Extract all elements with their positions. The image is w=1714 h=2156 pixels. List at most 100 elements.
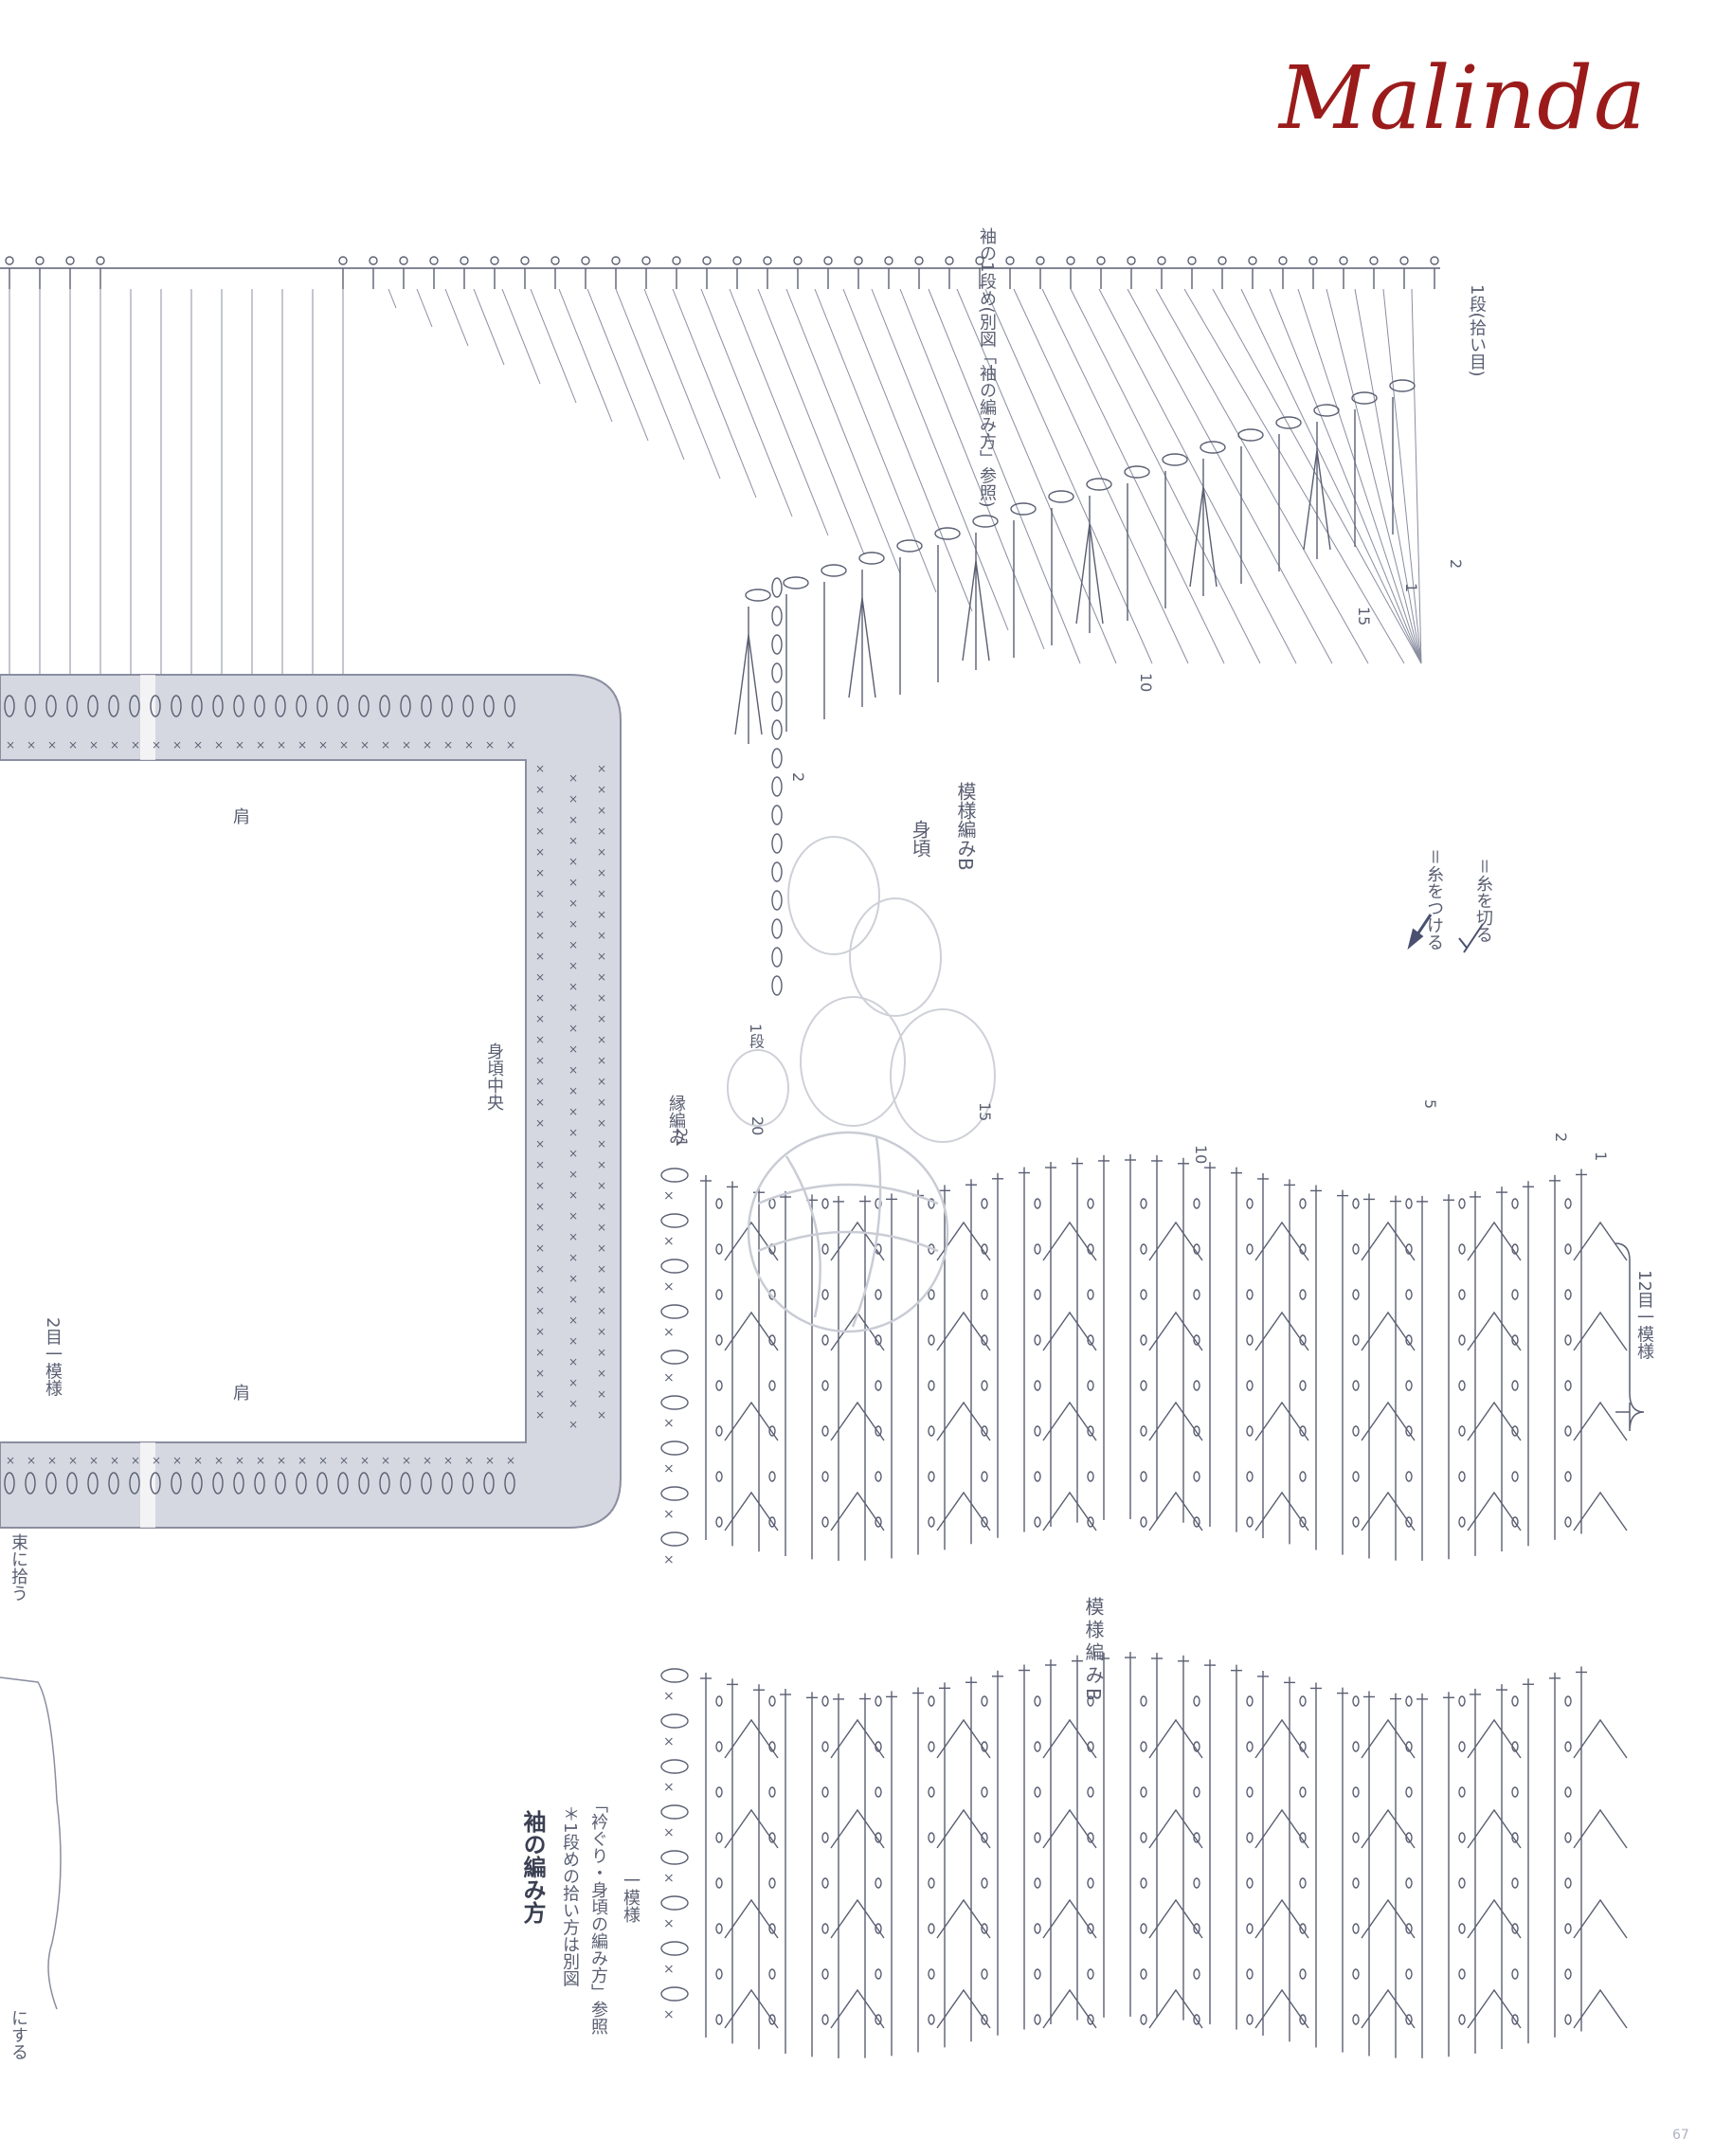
band-seam-marks: [140, 675, 155, 1528]
svg-text:×: ×: [535, 929, 545, 942]
svg-text:×: ×: [535, 970, 545, 984]
shoulder-top-label: 肩: [230, 807, 250, 824]
svg-text:×: ×: [535, 866, 545, 879]
svg-text:×: ×: [568, 897, 578, 910]
svg-text:×: ×: [506, 738, 515, 752]
pattern-b-label: 模様編みB: [954, 782, 977, 871]
svg-text:×: ×: [443, 738, 453, 752]
svg-text:×: ×: [663, 1188, 675, 1204]
mid-stack: ×××××××××××××××××: [660, 577, 783, 2022]
svg-text:×: ×: [663, 1507, 675, 1522]
svg-text:×: ×: [597, 991, 606, 1005]
svg-text:×: ×: [597, 1221, 606, 1234]
svg-text:×: ×: [597, 908, 606, 921]
svg-text:×: ×: [568, 876, 578, 889]
sleeve-pattern-block: [700, 1652, 1628, 2058]
svg-text:×: ×: [193, 1454, 203, 1467]
svg-text:×: ×: [597, 1137, 606, 1150]
svg-text:×: ×: [597, 970, 606, 984]
svg-text:×: ×: [535, 1075, 545, 1088]
svg-text:×: ×: [535, 1137, 545, 1150]
svg-text:×: ×: [535, 1096, 545, 1109]
svg-text:×: ×: [535, 1054, 545, 1067]
svg-text:×: ×: [89, 1454, 99, 1467]
body-label: 身頃: [909, 820, 931, 858]
svg-text:×: ×: [535, 824, 545, 838]
svg-text:×: ×: [597, 1408, 606, 1422]
svg-text:×: ×: [298, 738, 307, 752]
svg-text:×: ×: [597, 804, 606, 817]
row-number: 2: [1552, 1132, 1570, 1143]
svg-text:×: ×: [568, 1147, 578, 1160]
svg-text:×: ×: [597, 1283, 606, 1296]
svg-text:×: ×: [6, 1454, 15, 1467]
sleeve-row1-label: 袖の1段め(別図「袖の編み方」参照): [977, 227, 997, 508]
svg-text:×: ×: [597, 1304, 606, 1317]
sleeve-method-heading: 袖の編み方: [519, 1810, 546, 1924]
svg-text:×: ×: [535, 908, 545, 921]
svg-text:×: ×: [663, 1689, 675, 1704]
svg-text:×: ×: [535, 1221, 545, 1234]
cut-yarn-label: ＝糸を切る: [1473, 858, 1493, 943]
row-number: 5: [1421, 1099, 1439, 1110]
svg-text:×: ×: [597, 1346, 606, 1359]
svg-text:×: ×: [568, 1293, 578, 1306]
row-number: 15: [1355, 607, 1373, 626]
neckline-band: [0, 674, 622, 1529]
svg-text:×: ×: [597, 824, 606, 838]
svg-text:×: ×: [663, 1962, 675, 1977]
svg-text:×: ×: [568, 938, 578, 951]
svg-text:×: ×: [360, 1454, 370, 1467]
svg-text:×: ×: [535, 1200, 545, 1213]
svg-text:×: ×: [568, 1001, 578, 1014]
two-stitch-repeat-label: 2目一模様: [43, 1317, 63, 1397]
svg-text:×: ×: [423, 1454, 432, 1467]
svg-text:×: ×: [597, 1325, 606, 1338]
svg-text:×: ×: [214, 738, 224, 752]
row-number: 15: [976, 1102, 994, 1122]
svg-text:×: ×: [381, 1454, 390, 1467]
body-pattern-block: [700, 1154, 1628, 1561]
svg-text:×: ×: [256, 1454, 265, 1467]
repeat-bracket: [1615, 1242, 1645, 1432]
svg-text:×: ×: [597, 1179, 606, 1192]
svg-text:×: ×: [131, 1454, 140, 1467]
svg-text:×: ×: [597, 887, 606, 900]
svg-text:×: ×: [27, 1454, 36, 1467]
row-number: 1: [1592, 1151, 1610, 1162]
svg-text:×: ×: [663, 1234, 675, 1249]
yarn-ball-watermark-icon: [747, 1131, 949, 1333]
svg-text:×: ×: [535, 1158, 545, 1171]
svg-text:×: ×: [568, 1168, 578, 1181]
svg-text:×: ×: [597, 1033, 606, 1046]
svg-text:×: ×: [568, 1042, 578, 1056]
svg-text:×: ×: [568, 1188, 578, 1202]
svg-text:×: ×: [568, 1084, 578, 1097]
svg-text:×: ×: [535, 804, 545, 817]
cut-yarn-icon: [1458, 923, 1484, 953]
svg-text:×: ×: [535, 1387, 545, 1401]
svg-text:×: ×: [597, 762, 606, 775]
svg-text:×: ×: [568, 1251, 578, 1264]
svg-text:×: ×: [597, 1200, 606, 1213]
svg-text:×: ×: [663, 1370, 675, 1386]
svg-text:×: ×: [535, 1325, 545, 1338]
svg-text:×: ×: [568, 792, 578, 806]
svg-text:×: ×: [535, 1116, 545, 1130]
make-left-label: にする: [9, 2009, 28, 2060]
svg-text:×: ×: [568, 1022, 578, 1035]
svg-text:×: ×: [568, 1334, 578, 1348]
attach-yarn-label: ＝糸をつける: [1424, 848, 1444, 951]
svg-text:×: ×: [443, 1454, 453, 1467]
svg-text:×: ×: [172, 738, 182, 752]
svg-text:×: ×: [597, 1116, 606, 1130]
svg-text:×: ×: [535, 1283, 545, 1296]
row-number: 1: [1402, 583, 1420, 593]
svg-text:×: ×: [535, 950, 545, 963]
edge-pickup-label: 束に拾う: [9, 1533, 28, 1602]
page-number: 67: [1672, 2128, 1689, 2143]
svg-text:×: ×: [568, 1397, 578, 1410]
svg-text:×: ×: [27, 738, 36, 752]
row-number: 2: [1447, 559, 1465, 570]
svg-text:×: ×: [568, 1230, 578, 1243]
